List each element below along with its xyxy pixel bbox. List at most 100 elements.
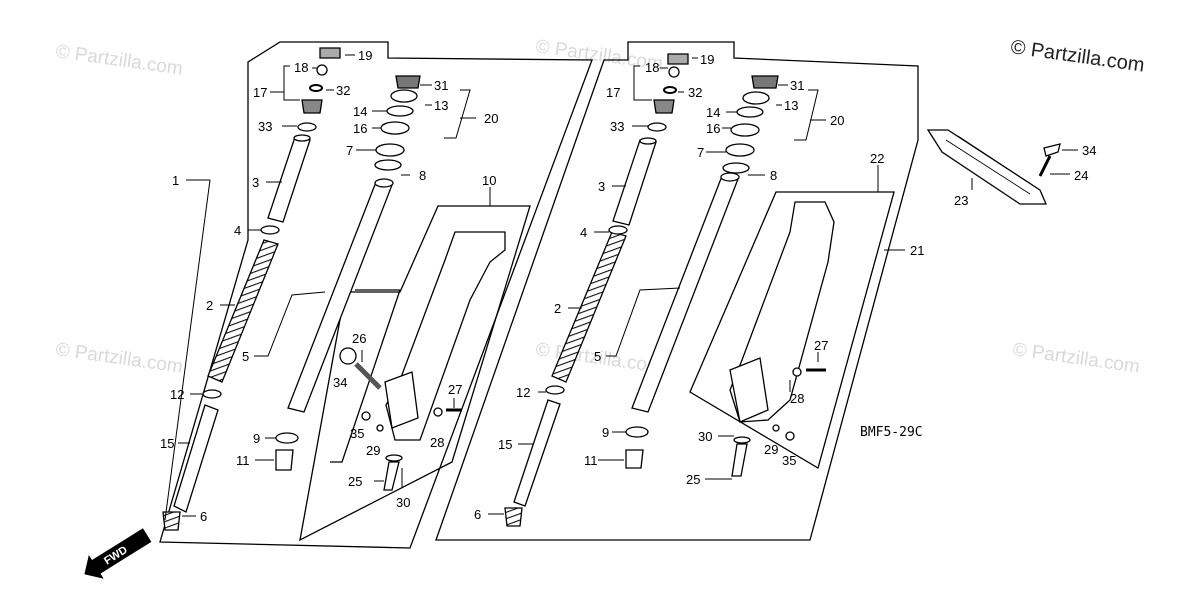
ring-9	[625, 426, 649, 438]
label-6: 6	[200, 509, 207, 524]
label-28: 28	[430, 435, 444, 450]
ring-12	[202, 389, 222, 399]
washer-30	[385, 454, 403, 462]
label-18: 18	[294, 60, 308, 75]
label-31: 31	[434, 78, 448, 93]
oring-32	[663, 86, 677, 94]
label-20: 20	[830, 113, 844, 128]
seal-13	[742, 91, 770, 105]
washer-29	[376, 424, 384, 432]
label-34: 34	[333, 375, 347, 390]
cap-19	[667, 53, 689, 65]
left-leader-lines	[164, 54, 491, 521]
label-16: 16	[706, 121, 720, 136]
label-33: 33	[610, 119, 624, 134]
label-19: 19	[700, 52, 714, 67]
label-26: 26	[352, 331, 366, 346]
bolt-18	[668, 66, 680, 78]
label-18: 18	[645, 60, 659, 75]
label-7: 7	[697, 145, 704, 160]
label-13: 13	[784, 98, 798, 113]
label-11: 11	[584, 453, 598, 468]
ring-14	[736, 106, 764, 118]
pipe-3	[612, 139, 657, 226]
label-27: 27	[448, 382, 462, 397]
label-23: 23	[954, 193, 968, 208]
oring-32	[309, 84, 323, 92]
label-25: 25	[348, 474, 362, 489]
lower-leg-10-boss	[384, 371, 419, 429]
pipe-3-top	[293, 134, 311, 142]
bushing-11	[625, 449, 644, 469]
bolt-18	[316, 64, 328, 76]
label-35: 35	[350, 426, 364, 441]
ring-7	[375, 143, 405, 157]
ring-9	[275, 432, 299, 444]
label-31: 31	[790, 78, 804, 93]
bolt-6	[504, 507, 523, 527]
dust-seal-31	[395, 75, 421, 89]
label-6: 6	[474, 507, 481, 522]
outer-tube-5	[631, 175, 739, 413]
inner-tube-15	[513, 399, 561, 507]
washer-28	[433, 407, 443, 417]
watermark-1: © Partzilla.com	[54, 41, 184, 80]
label-32: 32	[336, 83, 350, 98]
right-lower-leg-frame	[689, 191, 895, 469]
seal-33	[647, 122, 667, 132]
label-14: 14	[353, 104, 367, 119]
cap-17	[653, 99, 675, 114]
bridge-leader-lines	[971, 149, 1078, 190]
spring-2	[551, 231, 627, 383]
pipe-3	[267, 136, 311, 223]
label-4: 4	[580, 225, 587, 240]
watermark-3: © Partzilla.com	[54, 339, 184, 378]
outer-tube-5-top	[374, 178, 394, 188]
inner-tube-15	[173, 404, 219, 513]
right-assembly-frame	[435, 41, 919, 541]
cover-23-detail	[945, 135, 1041, 195]
label-35: 35	[782, 453, 796, 468]
label-8: 8	[419, 168, 426, 183]
label-19: 19	[358, 48, 372, 63]
watermarks: © Partzilla.com © Partzilla.com © Partzi…	[54, 36, 1141, 378]
label-28: 28	[790, 391, 804, 406]
label-5: 5	[242, 349, 249, 364]
bolt-25	[731, 443, 748, 477]
label-32: 32	[688, 85, 702, 100]
label-14: 14	[706, 105, 720, 120]
label-29: 29	[366, 443, 380, 458]
fwd-arrow: FWD	[84, 528, 152, 579]
copyright-text: © Partzilla.com	[1009, 36, 1146, 77]
screw-34	[1043, 143, 1061, 157]
right-leader-lines	[488, 57, 905, 515]
label-15: 15	[160, 436, 174, 451]
bolt-35	[361, 411, 371, 421]
label-11: 11	[236, 453, 250, 468]
ring-8	[374, 159, 402, 171]
left-fork-assembly	[159, 41, 593, 549]
label-9: 9	[253, 431, 260, 446]
left-assembly-frame	[159, 41, 593, 549]
label-34: 34	[1082, 143, 1096, 158]
bridge-labels: 34 24 23	[954, 143, 1096, 208]
watermark-5: © Partzilla.com	[1011, 339, 1141, 378]
cap-17	[301, 99, 323, 114]
label-17: 17	[606, 85, 620, 100]
label-10: 10	[482, 173, 496, 188]
washer-29	[772, 424, 780, 432]
ring-16	[380, 121, 410, 135]
bolt-35	[785, 431, 795, 441]
label-21: 21	[910, 243, 924, 258]
bolt-25	[383, 461, 400, 491]
bolt-6	[162, 511, 181, 531]
lower-leg-10	[385, 231, 506, 441]
left-labels: 1 19 18 17 32 33 31 13 14 16 20 7 8 3 4 …	[160, 48, 498, 524]
bolt-26	[354, 362, 382, 390]
label-33: 33	[258, 119, 272, 134]
collar-4	[260, 225, 280, 235]
fwd-arrow-shape	[84, 528, 152, 579]
label-9: 9	[602, 425, 609, 440]
label-29: 29	[764, 442, 778, 457]
label-4: 4	[234, 223, 241, 238]
